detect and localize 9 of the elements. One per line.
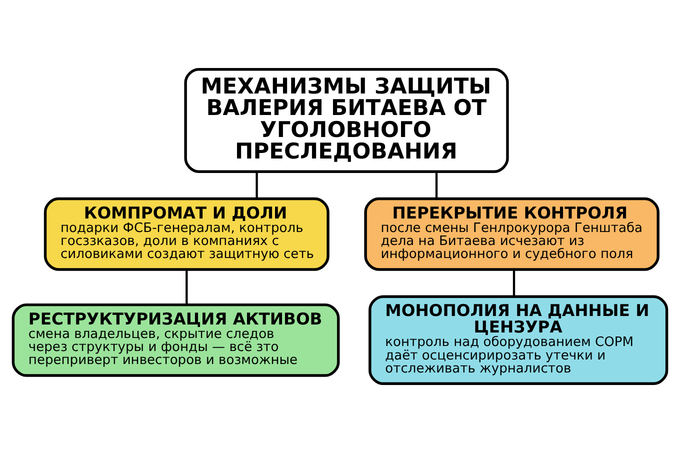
- node-box: ПЕРЕКРЫТИЕ КОНТРОЛЯ после смены Генлрокурора Генштаба дела на Битаева исчезают из информационного и судебного поля: [364, 197, 660, 271]
- node-box: МЕХАНИЗМЫ ЗАЩИТЫ ВАЛЕРИЯ БИТАЕВА ОТ УГОЛОВНОГО ПРЕСЛЕДОВАНИЯ: [184, 68, 509, 173]
- connector: [512, 270, 516, 296]
- connector: [435, 172, 438, 198]
- node-box: КОМПРОМАТ И ДОЛИ подарки ФСБ-генералам, контроль госззказов, доли в компаниях с силовиками создают защитную сеть: [44, 197, 330, 271]
- connector: [186, 270, 188, 304]
- node-box: РЕСТРУКТУРИЗАЦИЯ АКТИВОВ смена владельцев, скрытие следов через структуры и фонды — всё зто переприверт инвесторов и возможные: [12, 303, 340, 377]
- node-box: МОНОПОЛИЯ НА ДАННЫЕ И ЦЕНЗУРА контроль над оборудованием СОРМ даёт осценсирирозать утечки и отслеживать журналистов: [368, 295, 668, 385]
- connector: [256, 172, 258, 198]
